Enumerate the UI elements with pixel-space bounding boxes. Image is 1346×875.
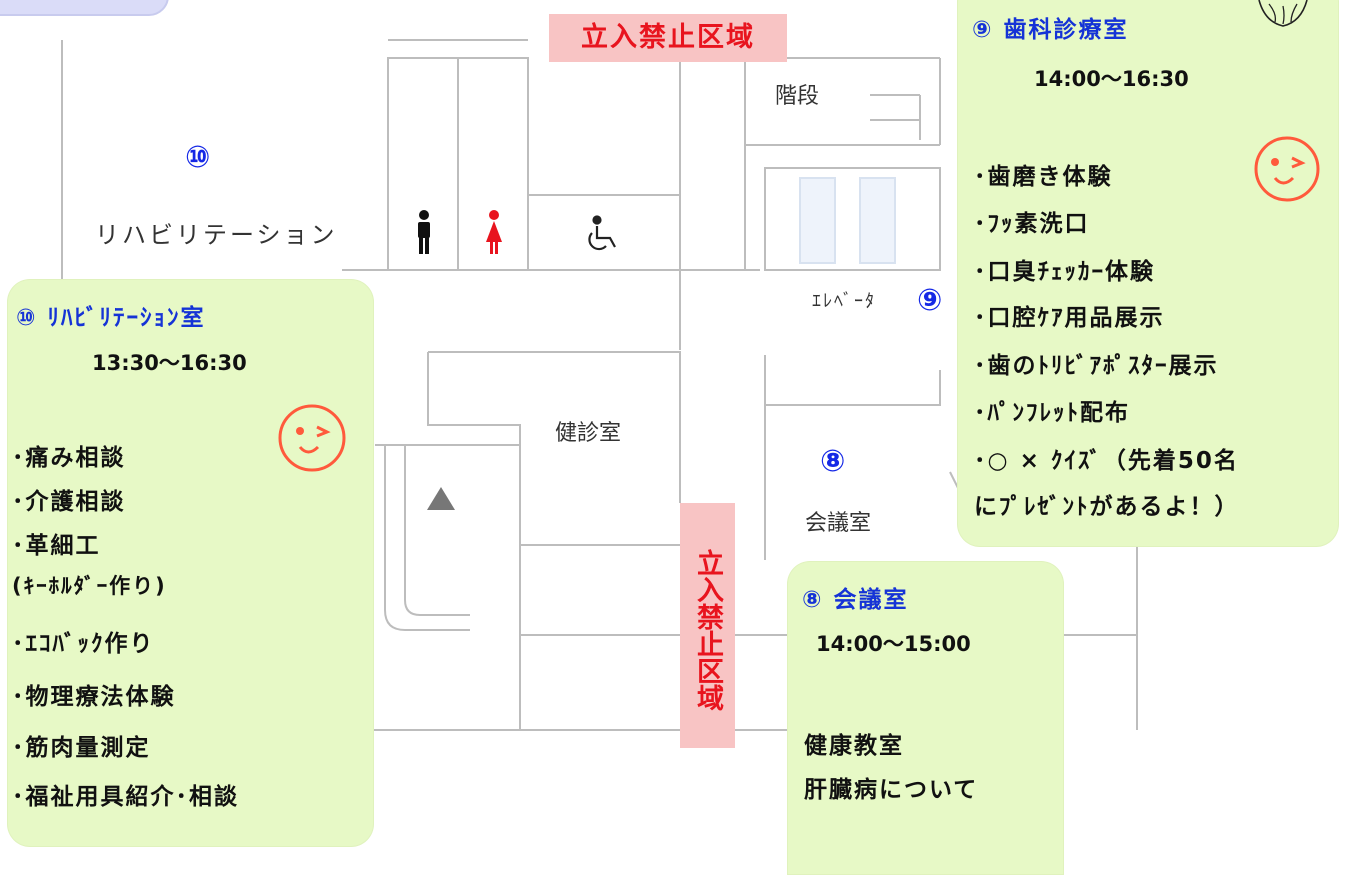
list-item: ･ｴｺﾊﾞｯｸ作り xyxy=(12,631,155,657)
rehab-info-card: ⑩ ﾘﾊﾋﾞﾘﾃｰｼｮﾝ室 13:30～16:30 ･痛み相談 ･介護相談 ･革… xyxy=(8,280,373,846)
no-entry-label-top: 立入禁止区域 xyxy=(549,14,787,62)
winking-smiley-icon xyxy=(278,404,346,472)
list-item: 健康教室 xyxy=(804,733,904,759)
dental-info-card: ⑨ 歯科診療室 14:00～16:30 ･歯磨き体験 ･ﾌｯ素洗口 ･口臭ﾁｪｯ… xyxy=(958,0,1338,546)
rehab-card-title: ⑩ ﾘﾊﾋﾞﾘﾃｰｼｮﾝ室 xyxy=(16,305,206,331)
list-item: にﾌﾟﾚｾﾞﾝﾄがあるよ！） xyxy=(974,494,1240,520)
list-item: ･介護相談 xyxy=(12,489,126,515)
up-arrow-icon xyxy=(427,487,455,510)
list-item: ･口臭ﾁｪｯｶｰ体験 xyxy=(974,259,1155,285)
no-entry-label-center: 立入禁止区域 xyxy=(680,503,735,748)
checkup-room-label: 健診室 xyxy=(555,421,622,446)
dental-room-marker: ⑨ xyxy=(917,283,943,318)
wheelchair-icon xyxy=(588,215,616,251)
flower-icon xyxy=(1258,0,1308,27)
list-item: (ｷｰﾎﾙﾀﾞｰ作り) xyxy=(12,574,167,598)
rehab-room-number: ⑩ xyxy=(185,140,211,175)
dental-card-title: ⑨ 歯科診療室 xyxy=(972,17,1129,43)
meeting-room-marker: ⑧ xyxy=(820,444,846,479)
female-toilet-icon xyxy=(486,210,502,254)
list-item: ･ﾊﾟﾝﾌﾚｯﾄ配布 xyxy=(974,400,1130,426)
rehab-room-label: リハビリテーション xyxy=(95,221,338,249)
rehab-card-time: 13:30～16:30 xyxy=(92,351,247,375)
list-item: ･○ × ｸｲｽﾞ（先着50名 xyxy=(974,448,1239,474)
list-item: ･口腔ｹｱ用品展示 xyxy=(974,305,1165,331)
meeting-card-title: ⑧ 会議室 xyxy=(802,587,909,613)
list-item: ･歯のﾄﾘﾋﾞｱﾎﾟｽﾀｰ展示 xyxy=(974,353,1219,379)
list-item: ･歯磨き体験 xyxy=(974,164,1113,190)
meeting-info-card: ⑧ 会議室 14:00～15:00 健康教室 肝臓病について xyxy=(788,562,1063,874)
stairs-label: 階段 xyxy=(775,84,820,109)
list-item: ･福祉用具紹介･相談 xyxy=(12,784,239,810)
meeting-room-label: 会議室 xyxy=(805,511,872,536)
dental-card-time: 14:00～16:30 xyxy=(1034,67,1189,91)
elevator-label: ｴﾚﾍﾞｰﾀ xyxy=(812,291,876,312)
meeting-card-time: 14:00～15:00 xyxy=(816,632,971,656)
list-item: ･痛み相談 xyxy=(12,445,126,471)
winking-smiley-icon xyxy=(1254,136,1320,202)
list-item: ･ﾌｯ素洗口 xyxy=(974,211,1090,237)
list-item: ･筋肉量測定 xyxy=(12,735,151,761)
list-item: ･革細工 xyxy=(12,533,101,559)
list-item: 肝臓病について xyxy=(804,777,979,803)
page-tab xyxy=(0,0,169,16)
list-item: ･物理療法体験 xyxy=(12,684,176,710)
male-toilet-icon xyxy=(418,210,430,254)
